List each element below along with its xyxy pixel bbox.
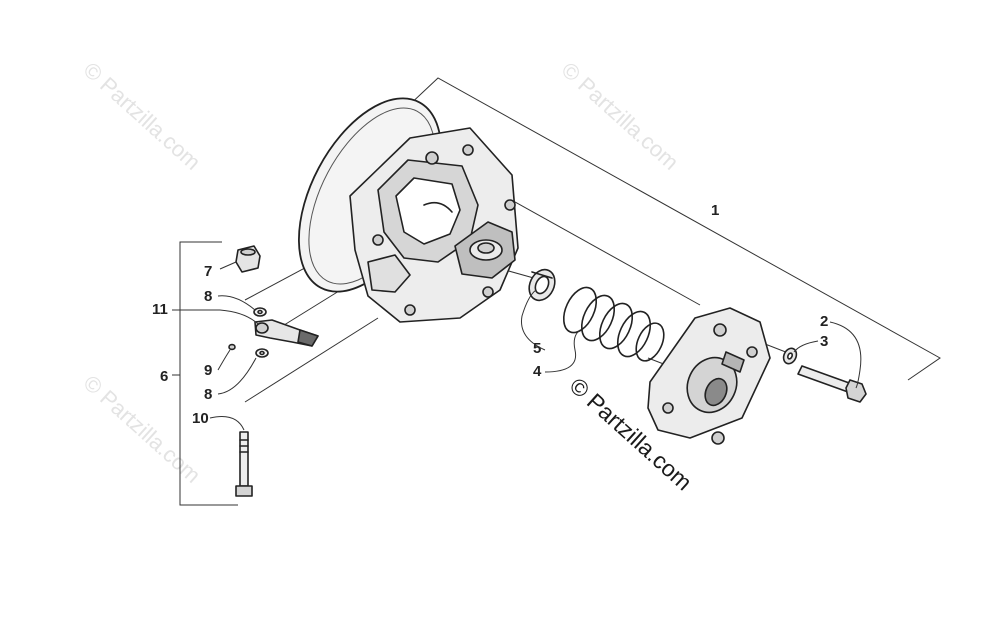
weight-arm-part	[254, 319, 319, 347]
callout-leaders	[172, 261, 862, 431]
cover-plate	[647, 307, 771, 445]
callout-5: 5	[533, 340, 541, 357]
watermark-top-left: © Partzilla.com	[79, 57, 206, 175]
callout-8-upper: 8	[204, 288, 212, 305]
spring-part	[562, 286, 665, 362]
callout-10: 10	[192, 410, 209, 427]
callout-1: 1	[711, 202, 719, 219]
callout-11: 11	[152, 301, 168, 318]
washer-8-parts	[253, 307, 269, 358]
callout-7: 7	[204, 263, 212, 280]
clutch-assembly	[349, 127, 519, 323]
callout-9: 9	[204, 362, 212, 379]
shoulder-bolt-part	[235, 431, 253, 497]
callout-4: 4	[533, 363, 542, 380]
pin-part	[228, 343, 236, 351]
callout-3: 3	[820, 333, 828, 350]
callout-2: 2	[820, 313, 828, 330]
callout-8-lower: 8	[204, 386, 212, 403]
watermark-top-right: © Partzilla.com	[557, 57, 684, 175]
watermark-bottom-left: © Partzilla.com	[79, 370, 206, 488]
bracket-6	[172, 241, 238, 506]
nut-part	[235, 245, 261, 273]
washer-part	[782, 347, 798, 365]
bolt-part	[797, 365, 867, 403]
callout-6: 6	[160, 368, 168, 385]
callout-labels: 1 2 3 4 5 6 7 8 8 9 10 11	[152, 202, 828, 427]
bushing-part	[528, 268, 556, 302]
